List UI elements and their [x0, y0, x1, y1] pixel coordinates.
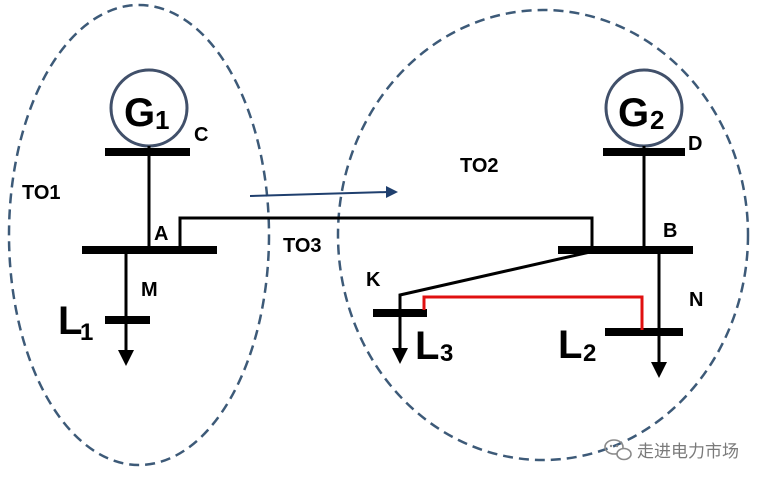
generator-g2-sub: 2 [650, 105, 664, 135]
load-l3-letter: L [415, 324, 439, 368]
load-l3-sub: 3 [440, 340, 453, 367]
node-label-b: B [663, 220, 677, 242]
region-to2-boundary [336, 8, 750, 462]
load-l2-sub: 2 [583, 340, 596, 367]
node-label-c: C [194, 124, 208, 146]
region-to1-boundary [7, 3, 271, 467]
bus-l1 [105, 316, 150, 324]
bus-b [558, 246, 693, 254]
load-l2-letter: L [558, 323, 582, 367]
power-flow-arrow-head [386, 186, 398, 198]
node-label-k: K [366, 269, 381, 291]
line-b-k [398, 250, 591, 312]
load-l1-letter: L [58, 299, 82, 343]
tie-line-a-b [178, 216, 594, 248]
watermark-text: 走进电力市场 [637, 442, 739, 462]
bus-a [82, 246, 217, 254]
wechat-icon [604, 439, 632, 461]
load-l1-sub: 1 [80, 319, 93, 346]
node-label-d: D [688, 133, 702, 155]
node-label-m: M [141, 279, 158, 301]
generator-g2-letter: G [618, 91, 649, 135]
power-flow-arrow-shaft [249, 191, 389, 197]
generator-g1-sub: 1 [155, 105, 169, 135]
node-label-n: N [689, 289, 703, 311]
bus-l2 [605, 328, 683, 336]
region-label-to1: TO1 [22, 182, 61, 204]
load-l2-arrow [651, 362, 667, 378]
load-l3-arrow [392, 348, 408, 364]
region-label-to3: TO3 [283, 235, 322, 257]
region-label-to2: TO2 [460, 155, 499, 177]
highlight-line-k-n [422, 295, 644, 330]
bus-k [373, 309, 427, 317]
generator-g1-letter: G [124, 91, 155, 135]
node-label-a: A [154, 223, 168, 245]
load-l1-arrow [118, 350, 134, 366]
